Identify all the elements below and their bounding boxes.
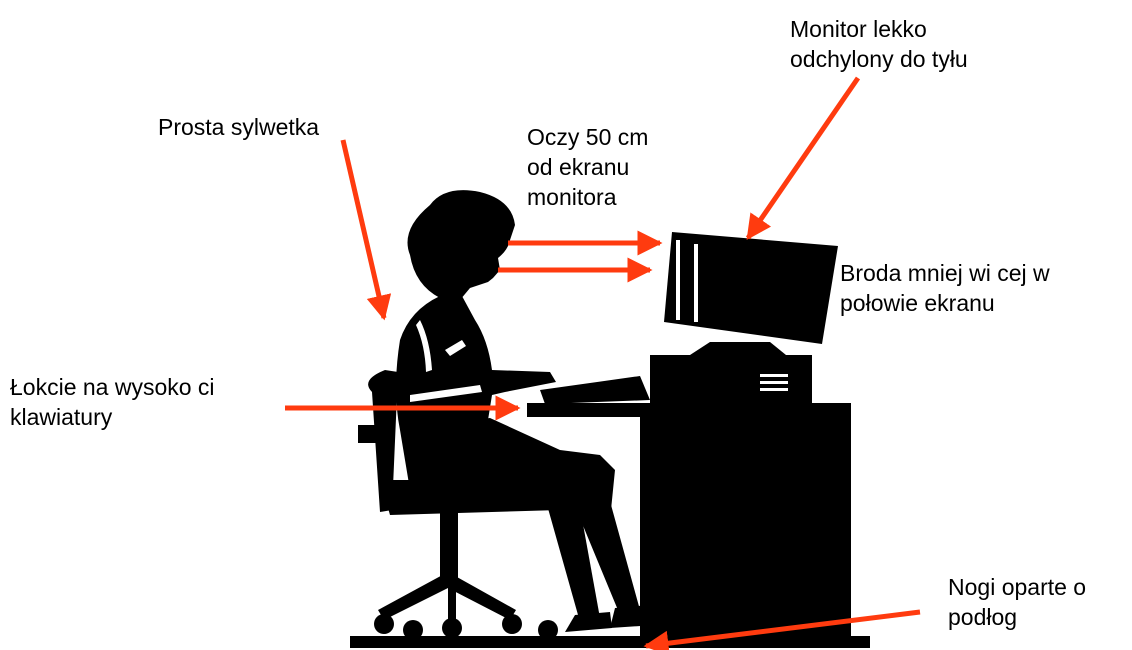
arrow-feet <box>643 609 921 650</box>
label-chin-level: Broda mniej wi cej w połowie ekranu <box>840 260 1050 316</box>
arrow-monitor-tilt <box>745 76 861 241</box>
arrow-straight-posture <box>340 139 392 321</box>
computer-case <box>650 355 812 403</box>
label-elbows: Łokcie na wysoko ci klawiatury <box>10 374 215 430</box>
keyboard <box>540 376 650 404</box>
label-monitor-tilt: Monitor lekko odchylony do tyłu <box>790 16 968 72</box>
label-eyes-distance: Oczy 50 cm od ekranu monitora <box>527 124 649 210</box>
person-silhouette <box>396 190 655 632</box>
desk <box>527 403 851 643</box>
label-straight-posture: Prosta sylwetka <box>158 114 320 140</box>
arrows <box>285 76 921 650</box>
monitor <box>664 232 838 355</box>
label-feet: Nogi oparte o podłog <box>948 574 1087 630</box>
